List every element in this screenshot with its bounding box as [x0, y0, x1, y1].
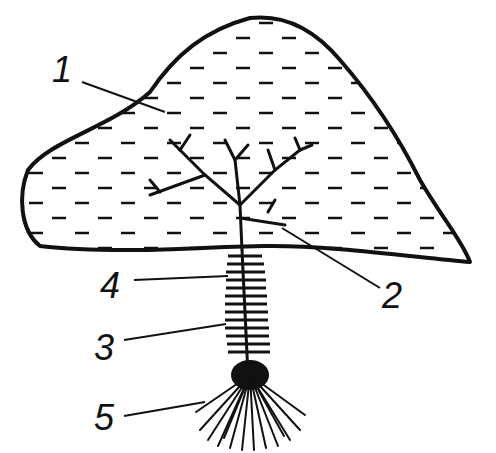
- cap-outline: [22, 17, 470, 262]
- callout-number: 4: [100, 268, 120, 304]
- roots: [196, 361, 305, 450]
- stem: [225, 250, 270, 375]
- callout-number: 2: [382, 278, 402, 314]
- leader-lines: [82, 82, 380, 416]
- callout-number: 5: [94, 400, 114, 436]
- branches: [150, 135, 312, 250]
- callout-number: 1: [52, 52, 72, 88]
- callout-number: 3: [94, 330, 114, 366]
